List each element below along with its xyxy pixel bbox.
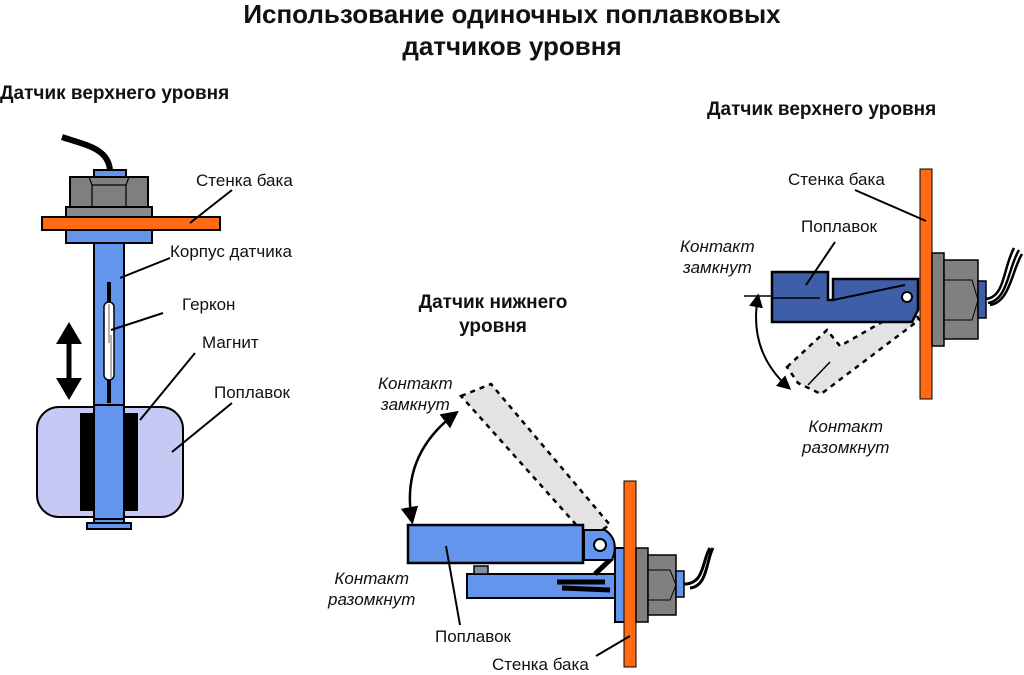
washer — [931, 252, 945, 347]
hex-nut — [69, 176, 149, 208]
title-line-1: Использование одиночных поплавковых — [243, 0, 781, 29]
label-contact-closed: Контакт замкнут — [378, 374, 453, 414]
left-sensor-drawing — [36, 134, 233, 530]
tank-wall — [919, 168, 933, 400]
label-contact-closed: Контакт замкнут — [680, 237, 755, 277]
label-tank-wall: Стенка бака — [196, 171, 293, 190]
label-magnet: Магнит — [202, 333, 259, 352]
label-tank-wall: Стенка бака — [788, 170, 885, 189]
label-float: Поплавок — [801, 217, 877, 236]
sensor-cap — [977, 280, 987, 319]
leader-tank-wall — [189, 189, 233, 224]
leader-magnet — [139, 352, 196, 421]
hinge-pin — [593, 538, 607, 552]
label-float: Поплавок — [435, 627, 511, 646]
hinge-pin — [901, 291, 913, 303]
cable — [61, 134, 113, 171]
left-heading: Датчик верхнего уровня — [0, 83, 230, 104]
title-line-2: датчиков уровня — [402, 31, 622, 61]
reed-switch — [103, 282, 115, 403]
sensor-foot — [86, 522, 132, 530]
hex-nut — [943, 259, 979, 340]
label-sensor-body: Корпус датчика — [170, 242, 292, 261]
page-title: Использование одиночных поплавковых датч… — [0, 0, 1024, 62]
base-plate — [466, 573, 618, 599]
leader-sensor-body — [119, 257, 171, 279]
magnet-right — [125, 413, 138, 511]
float-open-position — [406, 523, 585, 565]
label-contact-open: Контакт разомкнут — [328, 569, 416, 609]
float-closed-position — [458, 382, 612, 540]
hex-nut — [647, 554, 677, 616]
right-heading: Датчик верхнего уровня — [707, 99, 937, 120]
double-arrow-vertical-icon — [56, 322, 82, 400]
leader-float — [805, 241, 836, 286]
middle-heading-line-2: уровня — [459, 316, 527, 337]
leader-float — [171, 402, 233, 453]
washer — [635, 547, 649, 623]
middle-heading: Датчик нижнего уровня — [398, 291, 588, 339]
rotation-arc-arrow — [400, 410, 459, 525]
washer — [65, 206, 153, 218]
magnet-left — [80, 413, 93, 511]
middle-sensor-drawing — [400, 382, 715, 668]
label-tank-wall: Стенка бака — [492, 655, 589, 674]
cable — [683, 547, 715, 590]
cable — [985, 247, 1024, 307]
sensor-cap — [675, 570, 685, 598]
lower-flange — [65, 229, 153, 244]
rotation-arc-arrow — [749, 293, 792, 390]
label-float: Поплавок — [214, 383, 290, 402]
label-contact-open: Контакт разомкнут — [802, 417, 890, 457]
middle-heading-line-1: Датчик нижнего — [418, 292, 568, 313]
right-sensor-drawing — [744, 168, 1024, 400]
leader-float — [445, 545, 461, 626]
label-reed-switch: Геркон — [182, 295, 236, 314]
leader-tank-wall — [595, 635, 631, 657]
leader-tank-wall — [854, 189, 927, 222]
leader-reed-switch — [110, 312, 164, 331]
contact-pad — [473, 565, 489, 575]
float — [36, 404, 184, 520]
tank-wall — [41, 216, 221, 231]
